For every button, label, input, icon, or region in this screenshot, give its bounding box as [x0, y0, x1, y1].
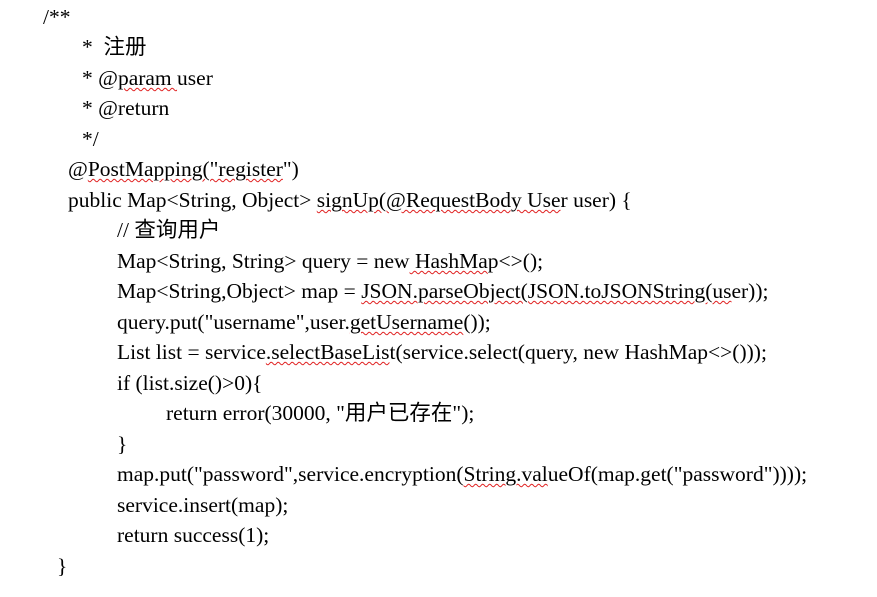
code-line: Map<String,Object> map = JSON.parseObjec…: [117, 276, 768, 307]
code-line: * @param user: [82, 63, 213, 94]
code-text: * 注册: [82, 35, 147, 59]
spellcheck-underline: PostMapping("register: [87, 157, 283, 181]
spellcheck-underline: String.val: [463, 462, 548, 486]
spellcheck-underline: HashMa: [409, 249, 488, 273]
code-line: * @return: [82, 93, 169, 124]
code-line: map.put("password",service.encryption(St…: [117, 459, 807, 490]
code-text: @: [68, 157, 88, 181]
code-text: user: [177, 66, 213, 90]
code-text: }: [57, 554, 68, 578]
code-text: /**: [43, 5, 71, 29]
code-text: return error(30000, "用户已存在");: [166, 401, 475, 425]
code-line: // 查询用户: [117, 215, 220, 246]
code-text: */: [82, 127, 99, 151]
code-line: }: [57, 551, 67, 582]
code-text: Map<String,Object> map =: [117, 279, 362, 303]
code-text: p<>();: [487, 249, 544, 273]
code-text: service.insert(map);: [117, 493, 289, 517]
code-line: service.insert(map);: [117, 490, 288, 521]
spellcheck-underline: .selectBaseLis: [265, 340, 390, 364]
spellcheck-underline: getUsername: [349, 310, 464, 334]
code-line: }: [117, 429, 127, 460]
code-text: ueOf(map.get("password"))));: [547, 462, 808, 486]
code-line: /**: [43, 2, 70, 33]
code-text: Map<String, String> query = new: [117, 249, 410, 273]
code-line: */: [82, 124, 99, 155]
code-line: public Map<String, Object> signUp(@Reque…: [68, 185, 632, 216]
code-text: * @return: [82, 96, 170, 120]
code-line: return success(1);: [117, 520, 269, 551]
code-text: if (list.size()>0){: [117, 371, 263, 395]
code-text: "): [282, 157, 299, 181]
code-line: Map<String, String> query = new HashMap<…: [117, 246, 543, 277]
code-text: t(service.select(query, new HashMap<>())…: [389, 340, 767, 364]
code-line: return error(30000, "用户已存在");: [166, 398, 474, 429]
code-line: @PostMapping("register"): [68, 154, 299, 185]
code-text: public Map<String, Object>: [68, 188, 317, 212]
code-text: er));: [731, 279, 769, 303]
code-text: // 查询用户: [117, 218, 221, 242]
spellcheck-underline: signUp(@RequestBody Use: [316, 188, 561, 212]
spellcheck-underline: JSON.parseObject(JSON.toJSONString(us: [361, 279, 732, 303]
spellcheck-underline: param: [117, 66, 178, 90]
code-line: if (list.size()>0){: [117, 368, 262, 399]
code-text: return success(1);: [117, 523, 270, 547]
code-line: List list = service.selectBaseList(servi…: [117, 337, 767, 368]
code-text: query.put("username",user.: [117, 310, 350, 334]
code-text: List list = service: [117, 340, 266, 364]
code-text: * @: [82, 66, 118, 90]
code-line: * 注册: [82, 32, 147, 63]
code-text: }: [117, 432, 128, 456]
code-text: r user) {: [560, 188, 632, 212]
code-text: ());: [463, 310, 491, 334]
code-text: map.put("password",service.encryption(: [117, 462, 464, 486]
code-line: query.put("username",user.getUsername())…: [117, 307, 491, 338]
